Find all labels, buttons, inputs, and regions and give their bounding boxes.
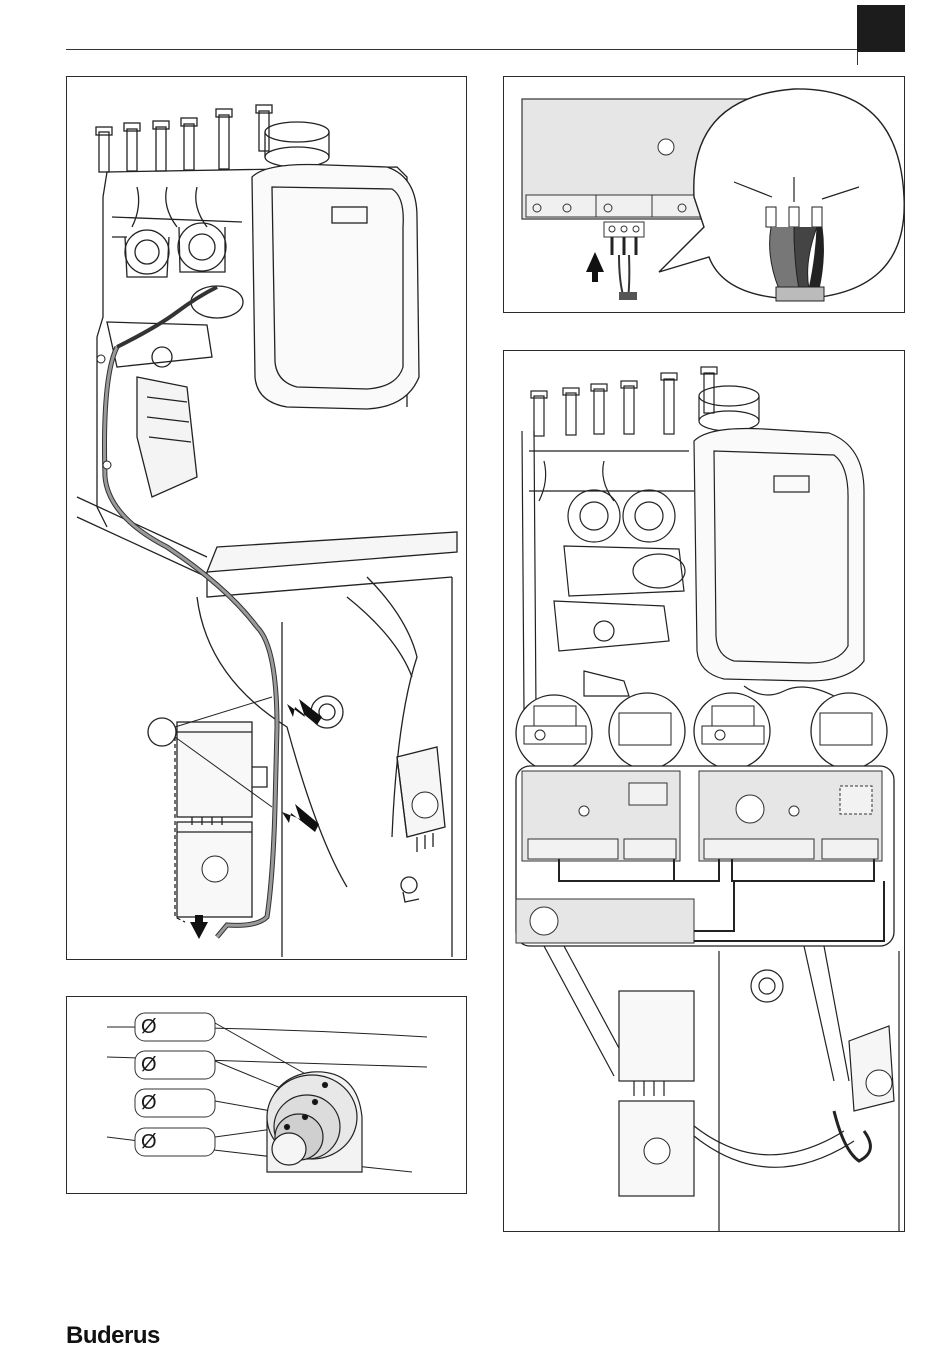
control-module-upper: [177, 722, 267, 817]
figure-terminal-wiring: [503, 76, 905, 313]
page-corner-tab: [857, 5, 905, 52]
diameter-marker-2: Ø: [141, 1053, 157, 1077]
brand-logo: Buderus: [66, 1322, 196, 1352]
header-rule: [66, 49, 904, 50]
terminal-wiring-illustration: [504, 77, 904, 312]
figure-module-wiring: [503, 350, 905, 1232]
pump-left: [125, 230, 169, 277]
grommet: [267, 1072, 362, 1172]
figure-diameter-sleeve: Ø Ø Ø Ø: [66, 996, 467, 1194]
cable-routing-illustration: [67, 77, 466, 959]
diameter-marker-4: Ø: [141, 1130, 157, 1154]
up-arrow: [586, 252, 604, 282]
pump-right: [178, 223, 226, 272]
figure-cable-routing: [66, 76, 467, 960]
diameter-marker-3: Ø: [141, 1091, 157, 1115]
module-wiring-illustration: [504, 351, 904, 1231]
connection-stubs: [96, 105, 272, 172]
callout-circle: [148, 718, 176, 746]
diameter-marker-1: Ø: [141, 1015, 157, 1039]
diameter-sleeve-illustration: [67, 997, 466, 1193]
